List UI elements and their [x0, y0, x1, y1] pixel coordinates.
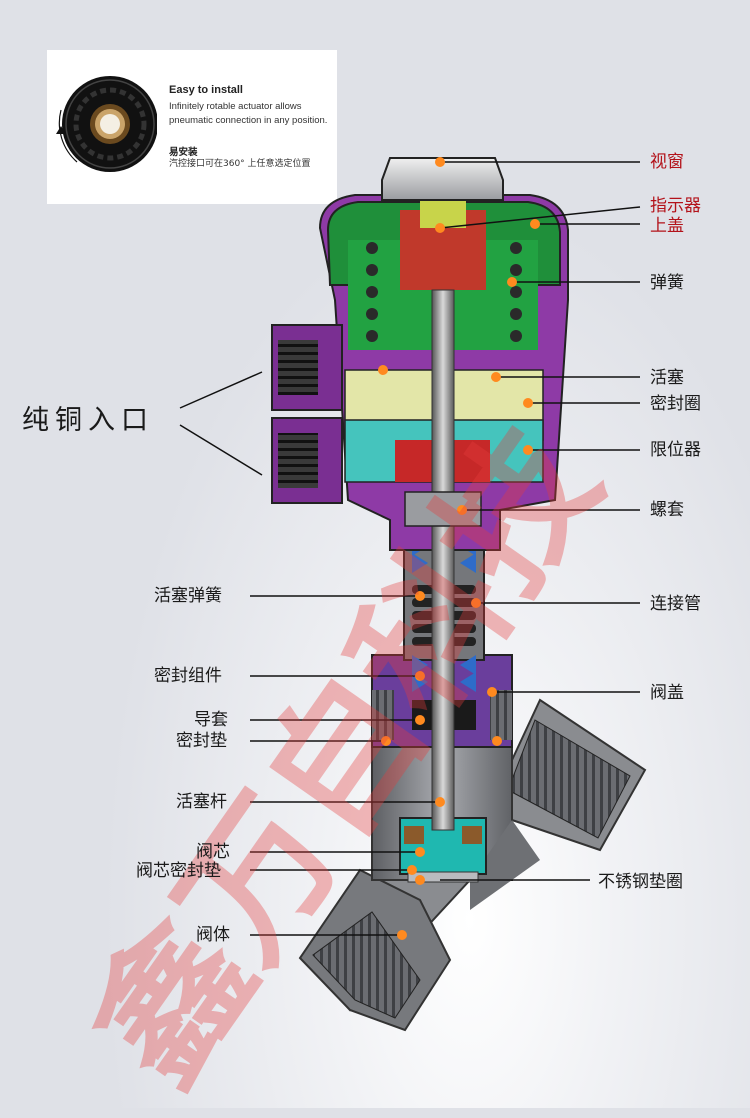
view-window-shape	[381, 157, 504, 201]
actuator-top-icon	[56, 76, 157, 172]
piston-rod-shape	[431, 289, 455, 831]
label-bonnet: 阀盖	[650, 683, 684, 703]
label-guide-sleeve: 导套	[194, 710, 228, 730]
label-piston-rod: 活塞杆	[176, 792, 227, 812]
inset-title: Easy to install	[169, 84, 243, 96]
label-core-seal-pad: 阀芯密封垫	[136, 861, 221, 881]
label-seal-pad: 密封垫	[176, 731, 227, 751]
label-indicator: 指示器	[650, 196, 701, 216]
leader-lines-left	[179, 371, 440, 936]
inset-description: Infinitely rotable actuator allows pneum…	[169, 101, 328, 126]
label-connect-pipe: 连接管	[650, 594, 701, 614]
label-screw-sleeve: 螺套	[650, 500, 684, 520]
inset-title-cn: 易安装	[169, 147, 198, 158]
leader-lines-right	[439, 161, 641, 881]
label-copper-inlet: 纯铜入口	[22, 405, 154, 436]
label-piston: 活塞	[650, 368, 684, 388]
label-spring: 弹簧	[650, 273, 684, 293]
label-valve-body: 阀体	[196, 925, 230, 945]
label-top-cover: 上盖	[650, 216, 684, 236]
label-seal-assembly: 密封组件	[154, 666, 222, 686]
label-valve-core: 阀芯	[196, 842, 230, 862]
inset-description-cn: 汽控接口可在360° 上任意选定位置	[169, 159, 311, 169]
label-seal-ring: 密封圈	[650, 394, 701, 414]
marker-dots	[378, 157, 540, 940]
install-info-box: Easy to install Infinitely rotable actua…	[47, 50, 337, 204]
label-limiter: 限位器	[650, 440, 701, 460]
label-view-window: 视窗	[650, 152, 684, 172]
label-ss-gasket: 不锈钢垫圈	[598, 872, 683, 892]
label-piston-spring: 活塞弹簧	[154, 586, 222, 606]
